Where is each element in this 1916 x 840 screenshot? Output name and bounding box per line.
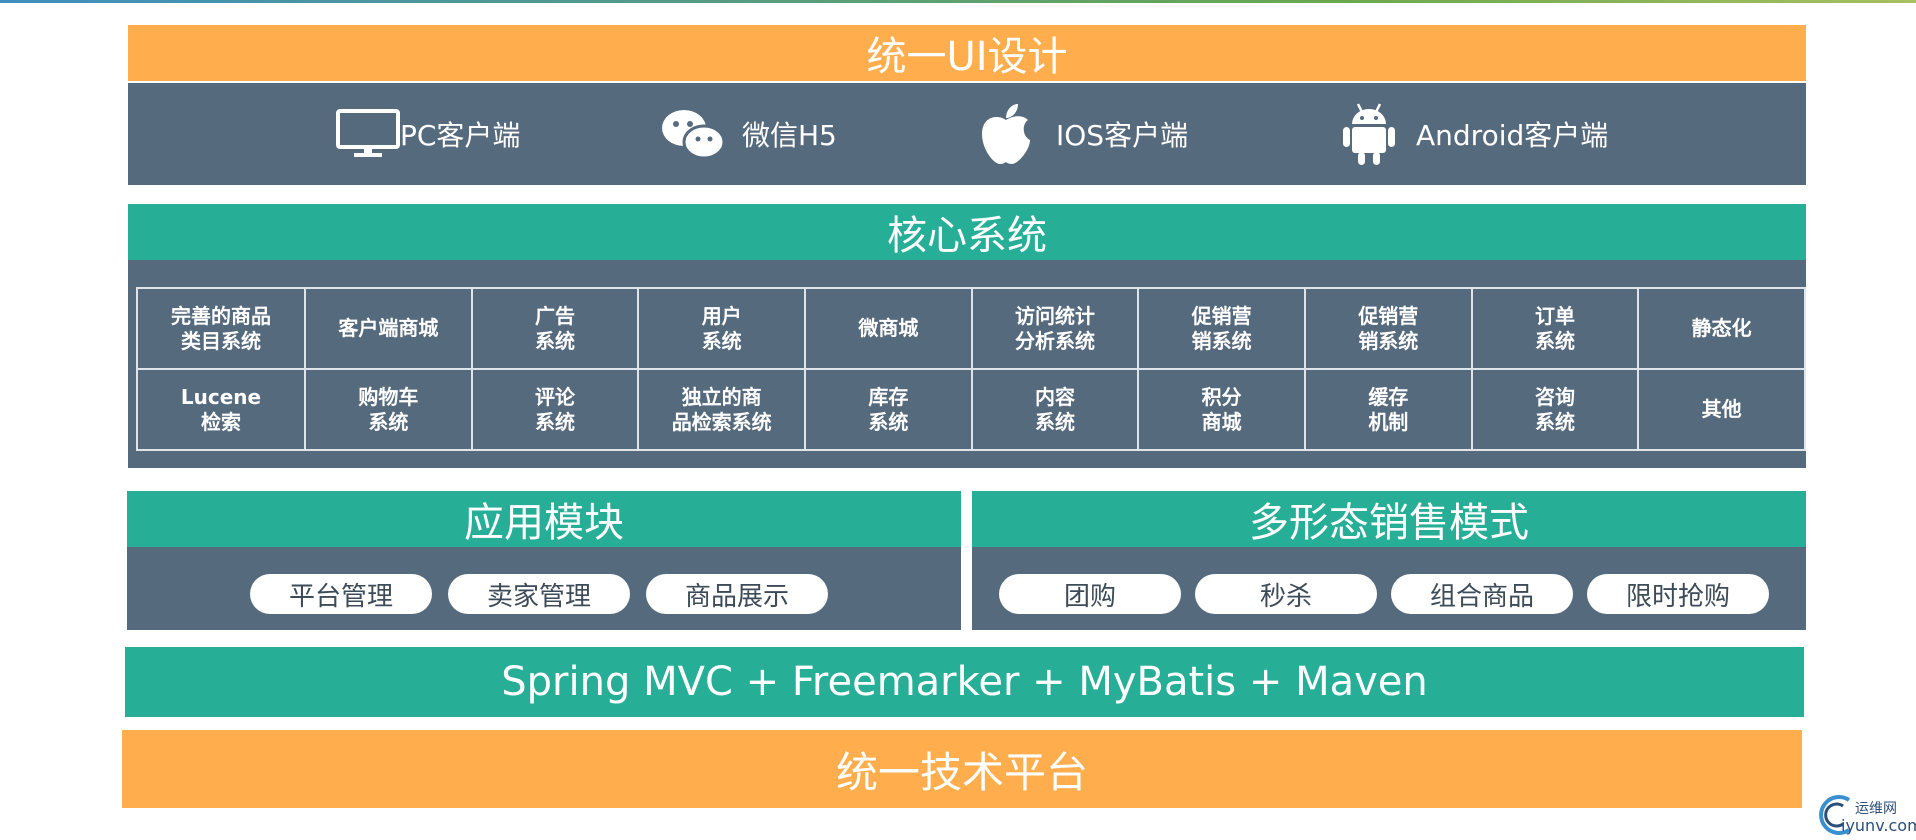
- platform-bar: PC客户端 微信H5 IOS客户端: [128, 83, 1806, 185]
- platform-pc: PC客户端: [336, 83, 520, 185]
- grid-cell: 咨询 系统: [1470, 368, 1640, 451]
- grid-cell: 购物车 系统: [304, 368, 473, 451]
- grid-cell: 其他: [1637, 368, 1806, 451]
- grid-row: 完善的商品 类目系统 客户端商城 广告 系统 用户 系统 微商城 访问统计 分析…: [135, 287, 1806, 370]
- top-accent-line: [0, 0, 1916, 3]
- tech-stack-bar: Spring MVC + Freemarker + MyBatis + Mave…: [125, 647, 1804, 717]
- android-icon: [1342, 102, 1396, 166]
- grid-cell: 静态化: [1637, 287, 1806, 370]
- sales-pill: 限时抢购: [1587, 574, 1769, 614]
- grid-cell: 客户端商城: [304, 287, 473, 370]
- core-system-title: 核心系统: [128, 204, 1806, 260]
- monitor-icon: [336, 109, 400, 159]
- swirl-icon: [1819, 795, 1851, 835]
- platform-wechat: 微信H5: [660, 83, 837, 185]
- grid-cell: 独立的商 品检索系统: [637, 368, 807, 451]
- grid-cell: 缓存 机制: [1303, 368, 1473, 451]
- watermark-url: iyunv.com: [1841, 816, 1916, 835]
- grid-cell: 促销营 销系统: [1303, 287, 1473, 370]
- grid-cell: Lucene 检索: [135, 368, 307, 451]
- apple-icon: [978, 102, 1034, 166]
- platform-label: 微信H5: [742, 119, 837, 152]
- grid-cell: 积分 商城: [1137, 368, 1306, 451]
- grid-cell: 内容 系统: [970, 368, 1140, 451]
- sales-pill: 团购: [999, 574, 1181, 614]
- ui-design-title: 统一UI设计: [128, 25, 1806, 81]
- platform-label: PC客户端: [400, 119, 521, 152]
- grid-row: Lucene 检索 购物车 系统 评论 系统 独立的商 品检索系统 库存 系统 …: [135, 368, 1806, 451]
- grid-cell: 促销营 销系统: [1137, 287, 1306, 370]
- grid-cell: 评论 系统: [470, 368, 640, 451]
- core-system-panel: 完善的商品 类目系统 客户端商城 广告 系统 用户 系统 微商城 访问统计 分析…: [128, 260, 1806, 468]
- grid-cell: 库存 系统: [804, 368, 973, 451]
- app-module-title: 应用模块: [127, 491, 961, 547]
- core-system-grid: 完善的商品 类目系统 客户端商城 广告 系统 用户 系统 微商城 访问统计 分析…: [135, 287, 1806, 451]
- platform-label: Android客户端: [1416, 119, 1609, 152]
- grid-cell: 广告 系统: [470, 287, 640, 370]
- platform-label: IOS客户端: [1056, 119, 1189, 152]
- sales-pill: 组合商品: [1391, 574, 1573, 614]
- platform-android: Android客户端: [1342, 83, 1608, 185]
- sales-mode-title: 多形态销售模式: [972, 491, 1806, 547]
- grid-cell: 用户 系统: [637, 287, 807, 370]
- module-pill: 商品展示: [646, 574, 828, 614]
- module-pill: 卖家管理: [448, 574, 630, 614]
- sales-mode-panel: 团购 秒杀 组合商品 限时抢购: [972, 547, 1806, 630]
- grid-cell: 完善的商品 类目系统: [135, 287, 307, 370]
- wechat-icon: [660, 106, 726, 162]
- watermark-text: 运维网: [1855, 801, 1897, 817]
- watermark-logo: 运维网 iyunv.com: [1815, 792, 1916, 838]
- grid-cell: 微商城: [804, 287, 973, 370]
- sales-pill: 秒杀: [1195, 574, 1377, 614]
- tech-platform-title: 统一技术平台: [122, 730, 1802, 808]
- platform-ios: IOS客户端: [978, 83, 1188, 185]
- app-module-panel: 平台管理 卖家管理 商品展示: [127, 547, 961, 630]
- grid-cell: 订单 系统: [1470, 287, 1640, 370]
- grid-cell: 访问统计 分析系统: [970, 287, 1140, 370]
- module-pill: 平台管理: [250, 574, 432, 614]
